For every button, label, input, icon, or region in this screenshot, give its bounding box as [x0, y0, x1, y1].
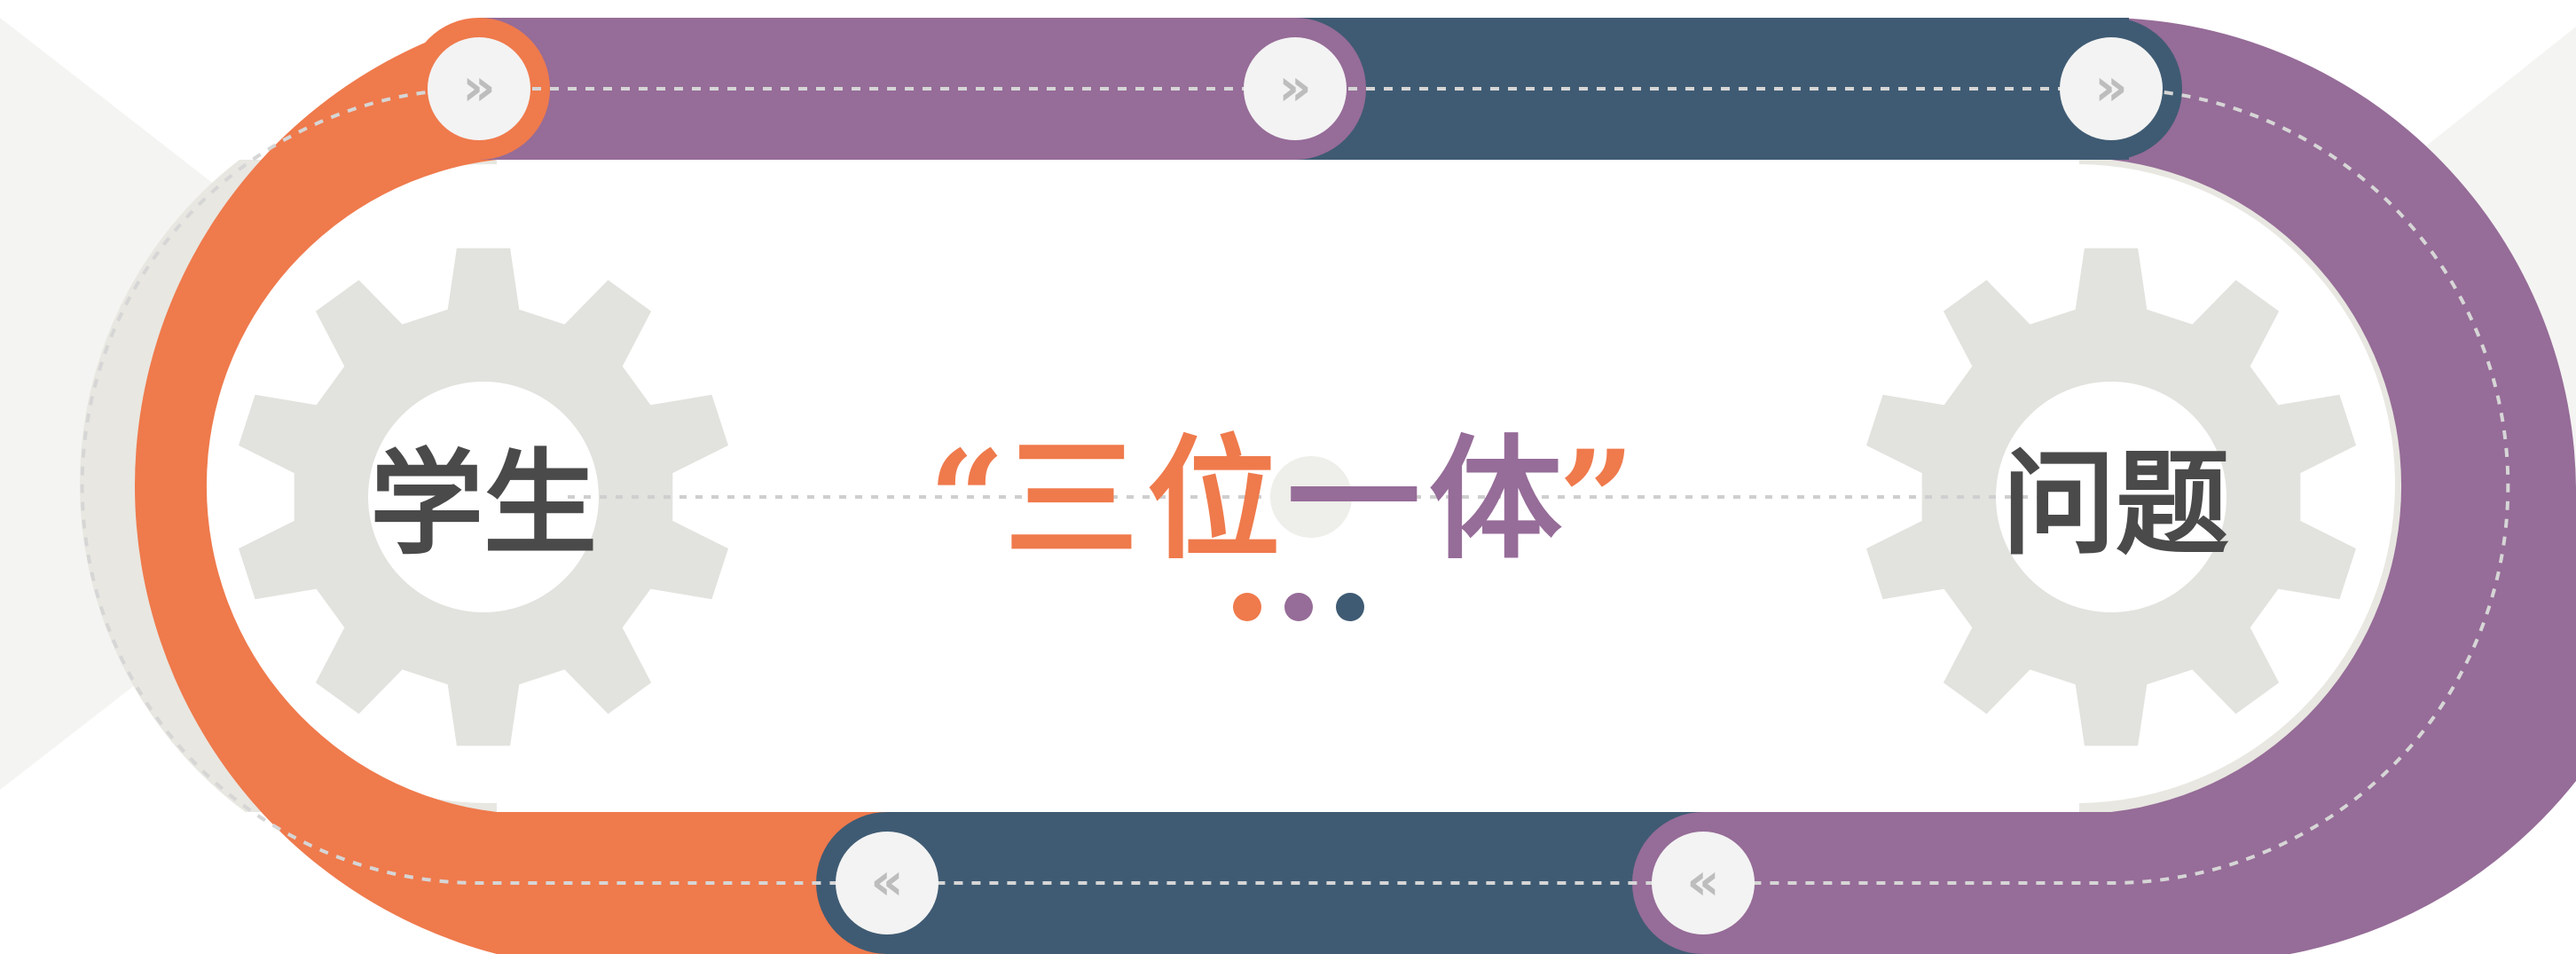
- title-char-2: 位: [1147, 422, 1280, 578]
- title-char-4: 体: [1429, 422, 1562, 578]
- dot-purple: [1284, 593, 1313, 621]
- problem-label: 问题: [2002, 438, 2229, 571]
- title-decor-circle: [1270, 456, 1352, 538]
- arrow-node-bottom-2: «: [1652, 832, 1755, 934]
- arrow-node-top-2: »: [1244, 37, 1347, 140]
- dot-orange: [1233, 593, 1261, 621]
- double-chevron-right-icon: »: [1278, 57, 1311, 117]
- double-chevron-right-icon: »: [462, 57, 495, 117]
- arrow-node-top-3: »: [2060, 37, 2163, 140]
- double-chevron-left-icon: «: [1686, 851, 1719, 911]
- arrow-node-top-1: »: [428, 37, 530, 140]
- title-char-3: 一: [1287, 422, 1420, 578]
- double-chevron-right-icon: »: [2094, 57, 2127, 117]
- dashed-track: [80, 87, 2510, 885]
- belt-left-arc-orange: [134, 18, 887, 954]
- title-char-1: 三: [1005, 422, 1138, 578]
- dot-navy: [1336, 593, 1364, 621]
- gear-icon: [1866, 248, 2356, 746]
- gear-hole: [1996, 382, 2227, 612]
- title-quote-open: “: [929, 422, 1005, 578]
- belt-right-arc-purple: [1685, 18, 2576, 954]
- title-quote-close: ”: [1559, 422, 1635, 578]
- student-label: 学生: [370, 438, 597, 571]
- gear-hole: [368, 382, 599, 612]
- arrow-node-bottom-1: «: [836, 832, 939, 934]
- double-chevron-left-icon: «: [870, 851, 903, 911]
- gear-icon: [239, 248, 728, 746]
